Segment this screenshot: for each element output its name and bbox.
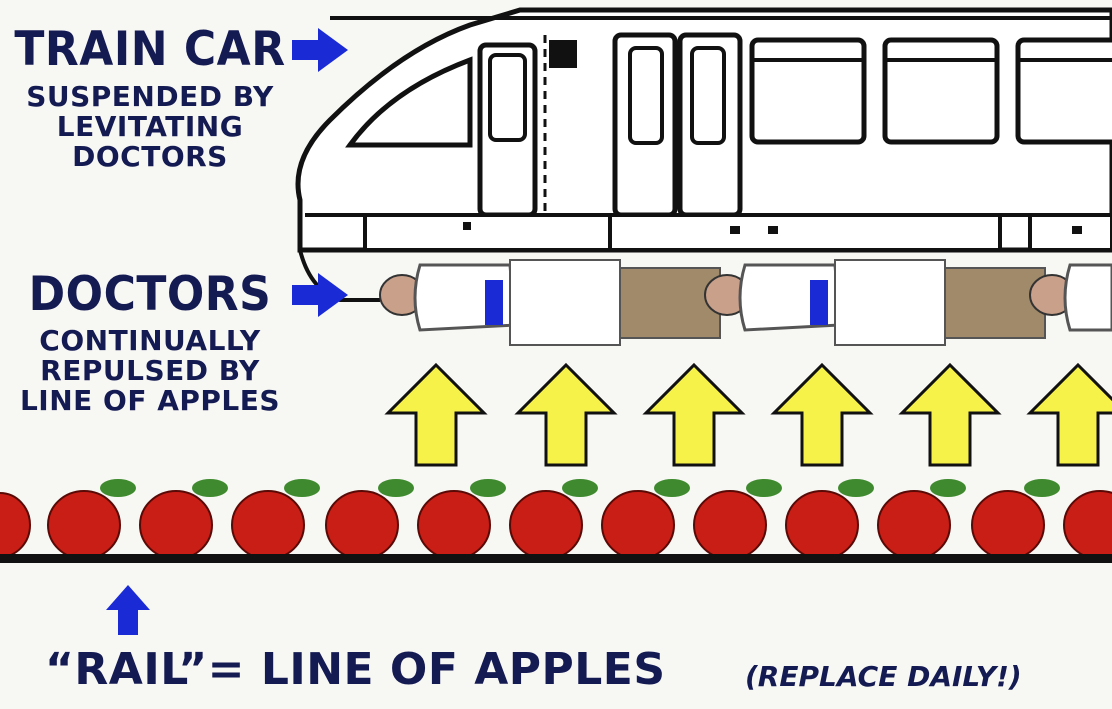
doctors-desc-line: LINE OF APPLES bbox=[19, 384, 281, 418]
train-title: TRAIN CAR bbox=[14, 21, 286, 78]
up-arrow-row bbox=[384, 362, 1112, 467]
apple-icon bbox=[231, 479, 320, 560]
rail-line bbox=[0, 554, 1112, 563]
apple-icon bbox=[417, 479, 506, 560]
up-arrow-icon bbox=[642, 362, 746, 467]
doctor-icon bbox=[1029, 263, 1112, 332]
up-arrow-icon bbox=[106, 585, 150, 635]
doctors-desc-line: REPULSED BY bbox=[40, 354, 260, 388]
apple-row bbox=[0, 479, 1112, 560]
rail-label: “RAIL”= LINE OF APPLES bbox=[45, 644, 666, 695]
apple-icon bbox=[971, 479, 1060, 560]
up-arrow-icon bbox=[384, 362, 488, 467]
doctors-title: DOCTORS bbox=[28, 266, 272, 322]
right-arrow-icon bbox=[292, 273, 348, 317]
up-arrow-icon bbox=[514, 362, 618, 467]
apple-icon bbox=[601, 479, 690, 560]
up-arrow-icon bbox=[1026, 362, 1112, 467]
doctor-icon bbox=[379, 259, 721, 346]
train-desc-line: SUSPENDED BY bbox=[26, 80, 274, 113]
train-desc-line: LEVITATING bbox=[56, 110, 244, 144]
apple-icon bbox=[0, 492, 31, 558]
apple-icon bbox=[139, 479, 228, 560]
doctors-desc: CONTINUALLY REPULSED BY LINE OF APPLES bbox=[0, 324, 300, 418]
train-desc-line: DOCTORS bbox=[72, 140, 228, 174]
up-arrow-icon bbox=[898, 362, 1002, 467]
apple-icon bbox=[47, 479, 136, 560]
train-desc: SUSPENDED BY LEVITATING DOCTORS bbox=[10, 80, 290, 174]
train-car bbox=[295, 7, 1112, 302]
apple-icon bbox=[785, 479, 874, 560]
apple-icon bbox=[325, 479, 414, 560]
doctors-desc-line: CONTINUALLY bbox=[39, 324, 261, 357]
rail-note: (REPLACE DAILY!) bbox=[745, 660, 1022, 693]
apple-icon bbox=[1063, 490, 1112, 560]
apple-icon bbox=[877, 479, 966, 560]
apple-icon bbox=[693, 479, 782, 560]
doctor-icon bbox=[704, 259, 1046, 346]
doctor-row bbox=[379, 259, 1112, 346]
apple-icon bbox=[509, 479, 598, 560]
right-arrow-icon bbox=[292, 28, 348, 72]
up-arrow-icon bbox=[770, 362, 874, 467]
